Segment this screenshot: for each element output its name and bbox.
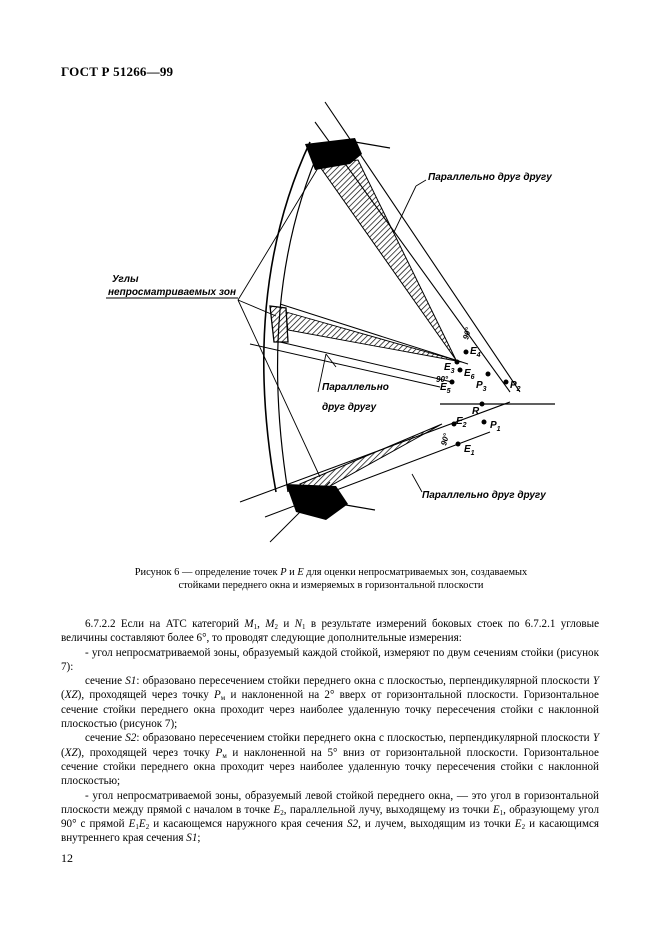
label-e3: E3	[444, 362, 455, 375]
point-p1	[481, 419, 487, 425]
point-p2	[503, 379, 509, 385]
caption-line-2: стойками переднего окна и измеряемых в г…	[178, 580, 484, 591]
label-angles-line1: Углы	[112, 274, 139, 285]
middle-wedge	[285, 311, 463, 363]
label-parallel-bottom: Параллельно друг другу	[422, 490, 546, 501]
point-e5	[449, 379, 455, 385]
label-e1: E1	[464, 444, 475, 457]
label-p3: P3	[476, 380, 487, 393]
point-e3	[454, 359, 460, 365]
paragraph-6-7-2-2: 6.7.2.2 Если на АТС категорий M1, M2 и N…	[61, 618, 599, 645]
standard-header: ГОСТ Р 51266—99	[61, 64, 174, 79]
point-e6	[457, 367, 463, 373]
caption-line-1: Рисунок 6 — определение точек P и E для …	[134, 567, 528, 578]
label-e4: E4	[470, 346, 481, 359]
label-e2: E2	[456, 416, 467, 429]
angle-90-upper: 90°	[461, 326, 473, 341]
label-e5: E5	[440, 382, 451, 395]
frame-arc-outer	[262, 141, 311, 493]
label-parallel-mid-1: Параллельно	[322, 382, 389, 393]
point-e1	[455, 441, 461, 447]
label-p2: P2	[510, 380, 521, 393]
label-angles-line2: непросматриваемых зон	[108, 287, 236, 298]
angle-90-lower: 90°	[439, 432, 451, 447]
point-e4	[463, 349, 469, 355]
paragraph-section-s1: сечение S1: образовано пересечением стой…	[61, 675, 599, 731]
point-r	[479, 401, 485, 407]
angle-90-middle: 90°	[436, 375, 449, 384]
paragraph-section-s2: сечение S2: образовано пересечением стой…	[61, 732, 599, 788]
paragraph-angle-two-sections: - угол непросматриваемой зоны, образуемы…	[61, 646, 599, 673]
label-parallel-top: Параллельно друг другу	[428, 172, 552, 183]
middle-pillar-section	[269, 305, 289, 343]
label-e6: E6	[464, 368, 475, 381]
label-p1: P1	[490, 420, 501, 433]
frame-arc-inner	[276, 143, 323, 493]
figure-6-diagram: Параллельно друг другу Углы непросматрив…	[90, 92, 570, 556]
page-number: 12	[61, 851, 73, 865]
point-p3	[485, 371, 491, 377]
body-text: 6.7.2.2 Если на АТС категорий M1, M2 и N…	[61, 617, 599, 846]
label-parallel-mid-2: друг другу	[322, 402, 377, 413]
label-r: R	[472, 406, 480, 417]
upper-wedge	[317, 159, 457, 361]
point-e2	[451, 421, 457, 427]
figure-caption: Рисунок 6 — определение точек P и E для …	[96, 566, 566, 592]
paragraph-left-pillar-angle: - угол непросматриваемой зоны, образуемы…	[61, 789, 599, 845]
